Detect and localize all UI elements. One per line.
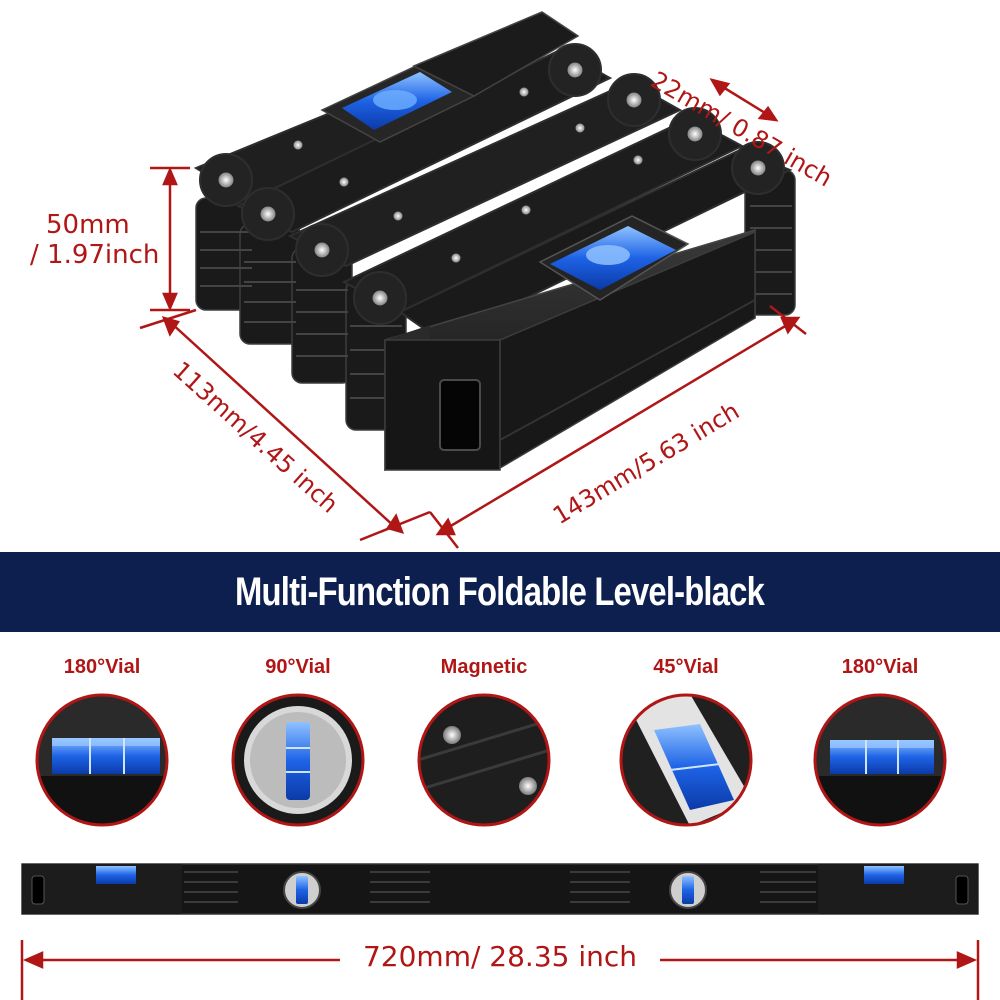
top-vial-block xyxy=(320,11,580,143)
feature-label-2: 90°Vial xyxy=(265,656,331,678)
feature-circle-5 xyxy=(813,693,947,827)
title-banner: Multi-Function Foldable Level-black xyxy=(0,552,1000,632)
height-dimension-label: 50mm / 1.97inch xyxy=(30,210,159,270)
unfolded-level xyxy=(21,863,979,915)
height-dimension-line2: / 1.97inch xyxy=(30,240,160,270)
feature-circle-1 xyxy=(35,693,169,827)
banner-title: Multi-Function Foldable Level-black xyxy=(235,569,766,614)
folded-level xyxy=(193,11,796,472)
feature-circle-3 xyxy=(417,693,551,827)
feature-circle-2 xyxy=(231,693,365,827)
front-case xyxy=(384,215,756,472)
feature-label-3: Magnetic xyxy=(440,656,528,678)
unfolded-length-label: 720mm/ 28.35 inch xyxy=(362,940,638,973)
feature-label-1: 180°Vial xyxy=(63,656,141,678)
feature-circles xyxy=(35,693,947,827)
feature-label-5: 180°Vial xyxy=(841,656,919,678)
height-dimension-line1: 50mm xyxy=(46,210,130,240)
feature-label-4: 45°Vial xyxy=(653,656,719,678)
bolts xyxy=(217,61,767,307)
dimension-lines xyxy=(20,78,980,1000)
feature-circle-4 xyxy=(619,693,753,827)
